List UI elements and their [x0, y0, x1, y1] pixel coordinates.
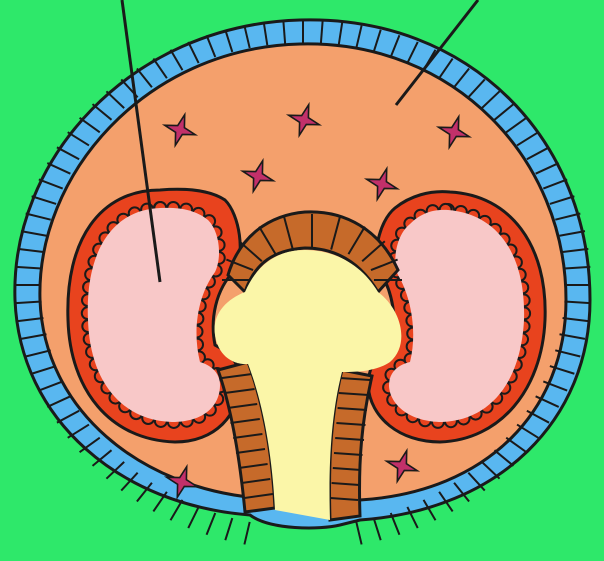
- cross-section-diagram: [0, 0, 604, 561]
- diagram-canvas: [0, 0, 604, 561]
